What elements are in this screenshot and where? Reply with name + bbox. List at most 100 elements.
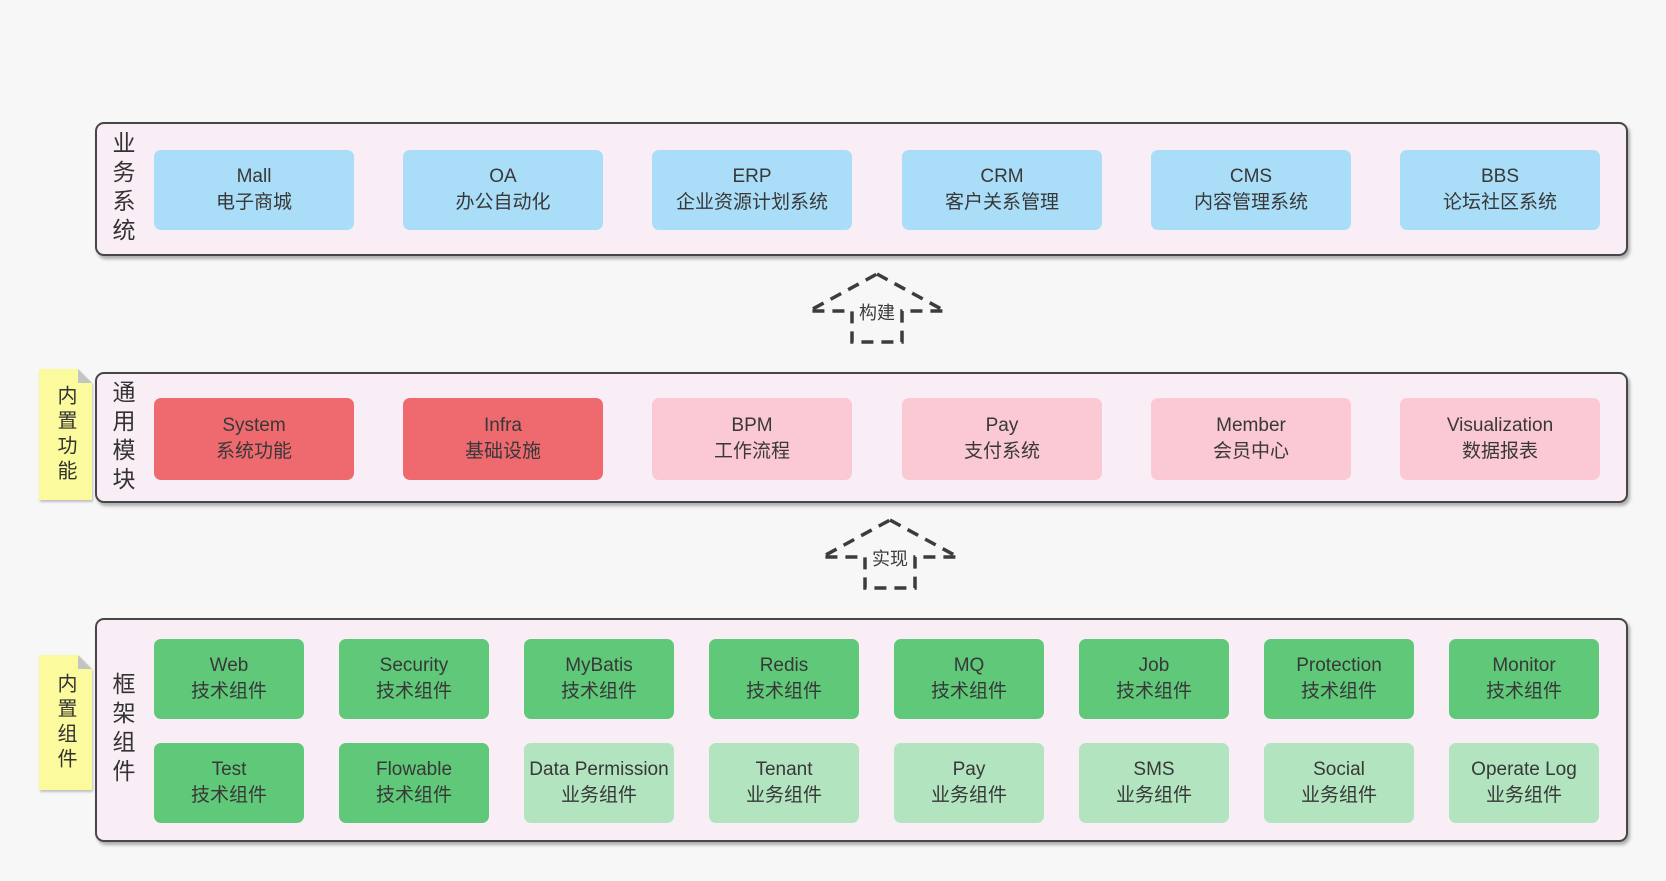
box-pay-component: Pay 业务组件 bbox=[894, 743, 1044, 823]
box-subtitle: 技术组件 bbox=[190, 785, 267, 806]
box-title: Tenant bbox=[755, 759, 813, 780]
arrow-build-label: 构建 bbox=[856, 298, 898, 326]
arrow-build: 构建 bbox=[805, 270, 949, 346]
box-title: Infra bbox=[483, 415, 523, 436]
box-subtitle: 技术组件 bbox=[190, 681, 267, 702]
box-subtitle: 论坛社区系统 bbox=[1442, 192, 1557, 213]
up-arrow-icon bbox=[808, 272, 946, 344]
box-monitor: Monitor 技术组件 bbox=[1449, 639, 1599, 719]
box-mall: Mall 电子商城 bbox=[154, 150, 354, 230]
box-title: Protection bbox=[1296, 655, 1382, 676]
box-subtitle: 工作流程 bbox=[713, 441, 790, 462]
box-erp: ERP 企业资源计划系统 bbox=[652, 150, 852, 230]
box-title: Mall bbox=[236, 166, 272, 187]
box-subtitle: 技术组件 bbox=[1115, 681, 1192, 702]
box-test: Test 技术组件 bbox=[154, 743, 304, 823]
band-common-modules-label: 通用模块 bbox=[109, 379, 135, 496]
box-crm: CRM 客户关系管理 bbox=[902, 150, 1102, 230]
band-business-systems-label: 业务系统 bbox=[109, 131, 135, 247]
box-subtitle: 技术组件 bbox=[375, 785, 452, 806]
box-title: Visualization bbox=[1446, 415, 1554, 436]
box-cms: CMS 内容管理系统 bbox=[1151, 150, 1351, 230]
box-sms: SMS 业务组件 bbox=[1079, 743, 1229, 823]
box-subtitle: 电子商城 bbox=[215, 192, 292, 213]
folded-corner bbox=[78, 369, 92, 383]
box-subtitle: 业务组件 bbox=[930, 785, 1007, 806]
box-title: CMS bbox=[1229, 166, 1273, 187]
box-social: Social 业务组件 bbox=[1264, 743, 1414, 823]
box-subtitle: 基础设施 bbox=[464, 441, 541, 462]
box-job: Job 技术组件 bbox=[1079, 639, 1229, 719]
sticky-label: 内置组件 bbox=[54, 672, 76, 773]
box-subtitle: 内容管理系统 bbox=[1193, 192, 1308, 213]
band-framework-components: 框架组件 Web 技术组件 Security 技术组件 MyBatis 技术组件… bbox=[95, 618, 1628, 842]
sticky-label: 内置功能 bbox=[54, 384, 76, 485]
box-mq: MQ 技术组件 bbox=[894, 639, 1044, 719]
box-security: Security 技术组件 bbox=[339, 639, 489, 719]
box-subtitle: 业务组件 bbox=[1300, 785, 1377, 806]
band-business-systems: 业务系统 Mall 电子商城 OA 办公自动化 ERP 企业资源计划系统 CRM… bbox=[95, 122, 1628, 256]
box-title: ERP bbox=[732, 166, 772, 187]
up-arrow-icon bbox=[821, 518, 959, 590]
box-title: Test bbox=[211, 759, 247, 780]
box-title: Member bbox=[1216, 415, 1286, 436]
box-subtitle: 技术组件 bbox=[1300, 681, 1377, 702]
box-subtitle: 技术组件 bbox=[560, 681, 637, 702]
box-infra: Infra 基础设施 bbox=[403, 398, 603, 480]
box-subtitle: 技术组件 bbox=[930, 681, 1007, 702]
box-title: MQ bbox=[953, 655, 985, 676]
box-subtitle: 客户关系管理 bbox=[944, 192, 1059, 213]
box-tenant: Tenant 业务组件 bbox=[709, 743, 859, 823]
box-subtitle: 办公自动化 bbox=[455, 192, 551, 213]
box-subtitle: 企业资源计划系统 bbox=[675, 192, 828, 213]
box-subtitle: 业务组件 bbox=[1485, 785, 1562, 806]
box-title: Web bbox=[209, 655, 249, 676]
box-title: Social bbox=[1313, 759, 1365, 780]
box-subtitle: 系统功能 bbox=[215, 441, 292, 462]
box-title: BPM bbox=[731, 415, 773, 436]
arrow-implement-label: 实现 bbox=[869, 544, 911, 572]
sticky-built-in-features: 内置功能 bbox=[39, 369, 92, 500]
band-common-modules: 通用模块 System 系统功能 Infra 基础设施 BPM 工作流程 Pay… bbox=[95, 372, 1628, 503]
box-title: System bbox=[222, 415, 286, 436]
box-redis: Redis 技术组件 bbox=[709, 639, 859, 719]
box-title: Pay bbox=[952, 759, 986, 780]
box-title: SMS bbox=[1133, 759, 1175, 780]
box-title: Security bbox=[379, 655, 449, 676]
box-title: Operate Log bbox=[1471, 759, 1577, 780]
box-subtitle: 技术组件 bbox=[1485, 681, 1562, 702]
box-title: Redis bbox=[759, 655, 809, 676]
box-pay-module: Pay 支付系统 bbox=[902, 398, 1102, 480]
box-subtitle: 业务组件 bbox=[1115, 785, 1192, 806]
box-subtitle: 业务组件 bbox=[745, 785, 822, 806]
box-flowable: Flowable 技术组件 bbox=[339, 743, 489, 823]
band-framework-components-label: 框架组件 bbox=[109, 672, 135, 788]
box-subtitle: 数据报表 bbox=[1461, 441, 1538, 462]
box-subtitle: 支付系统 bbox=[963, 441, 1040, 462]
box-title: Monitor bbox=[1492, 655, 1556, 676]
box-title: CRM bbox=[980, 166, 1024, 187]
box-subtitle: 会员中心 bbox=[1212, 441, 1289, 462]
box-data-permission: Data Permission 业务组件 bbox=[524, 743, 674, 823]
box-bbs: BBS 论坛社区系统 bbox=[1400, 150, 1600, 230]
box-subtitle: 业务组件 bbox=[560, 785, 637, 806]
box-title: BBS bbox=[1480, 166, 1520, 187]
folded-corner bbox=[78, 655, 92, 669]
box-title: OA bbox=[489, 166, 517, 187]
box-oa: OA 办公自动化 bbox=[403, 150, 603, 230]
box-operate-log: Operate Log 业务组件 bbox=[1449, 743, 1599, 823]
box-member: Member 会员中心 bbox=[1151, 398, 1351, 480]
box-protection: Protection 技术组件 bbox=[1264, 639, 1414, 719]
box-title: Job bbox=[1138, 655, 1170, 676]
box-title: MyBatis bbox=[565, 655, 633, 676]
arrow-implement: 实现 bbox=[818, 516, 962, 592]
box-title: Flowable bbox=[375, 759, 453, 780]
box-visualization: Visualization 数据报表 bbox=[1400, 398, 1600, 480]
box-title: Data Permission bbox=[529, 759, 669, 780]
box-subtitle: 技术组件 bbox=[375, 681, 452, 702]
sticky-built-in-components: 内置组件 bbox=[39, 655, 92, 790]
box-subtitle: 技术组件 bbox=[745, 681, 822, 702]
box-bpm: BPM 工作流程 bbox=[652, 398, 852, 480]
box-mybatis: MyBatis 技术组件 bbox=[524, 639, 674, 719]
